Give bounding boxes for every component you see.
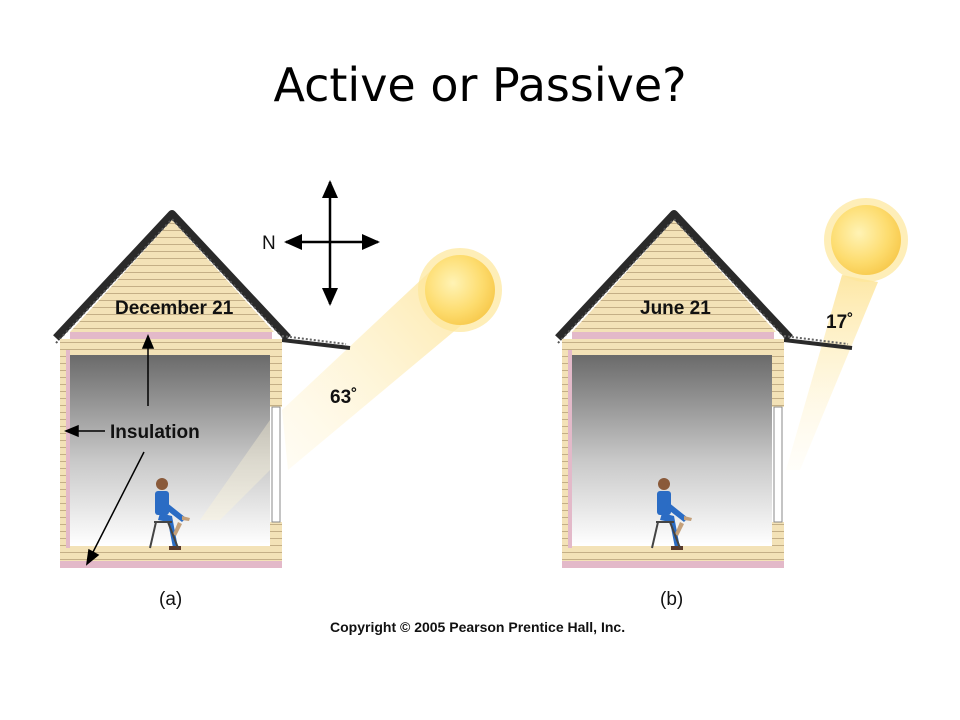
north-label: N bbox=[262, 233, 276, 254]
person-b bbox=[651, 478, 692, 550]
wall-insulation-b bbox=[568, 350, 572, 548]
sun-angle-label-b: 17˚ bbox=[826, 312, 853, 333]
wall-insulation-a bbox=[66, 350, 70, 548]
roof-b bbox=[555, 210, 853, 350]
slide-title: Active or Passive? bbox=[273, 58, 687, 112]
insulation-pointers bbox=[64, 334, 155, 566]
sun-beam-b bbox=[786, 275, 878, 470]
floor-insulation-b bbox=[562, 561, 784, 568]
sun-a-icon bbox=[418, 248, 502, 332]
sun-beam-a bbox=[282, 262, 470, 470]
caption-a: (a) bbox=[159, 589, 182, 610]
window-a bbox=[271, 406, 281, 523]
room-interior-b bbox=[572, 355, 772, 546]
insulation-label: Insulation bbox=[110, 422, 200, 443]
roof-a bbox=[53, 210, 351, 350]
floor-insulation-a bbox=[60, 561, 282, 568]
house-b: June 21 17˚ (b) bbox=[555, 198, 908, 610]
window-b bbox=[773, 406, 783, 523]
sun-angle-label-a: 63˚ bbox=[330, 387, 357, 408]
attic-insulation-b bbox=[572, 332, 774, 339]
house-a: December 21 Insulation 63˚ (a) bbox=[53, 210, 502, 610]
caption-b: (b) bbox=[660, 589, 683, 610]
attic-insulation-a bbox=[70, 332, 272, 339]
room-interior-a bbox=[70, 355, 270, 546]
date-label-a: December 21 bbox=[115, 298, 234, 319]
person-a bbox=[149, 478, 190, 550]
copyright-text: Copyright © 2005 Pearson Prentice Hall, … bbox=[330, 619, 625, 635]
date-label-b: June 21 bbox=[640, 298, 711, 319]
sun-b-icon bbox=[824, 198, 908, 282]
compass: N bbox=[262, 180, 380, 306]
